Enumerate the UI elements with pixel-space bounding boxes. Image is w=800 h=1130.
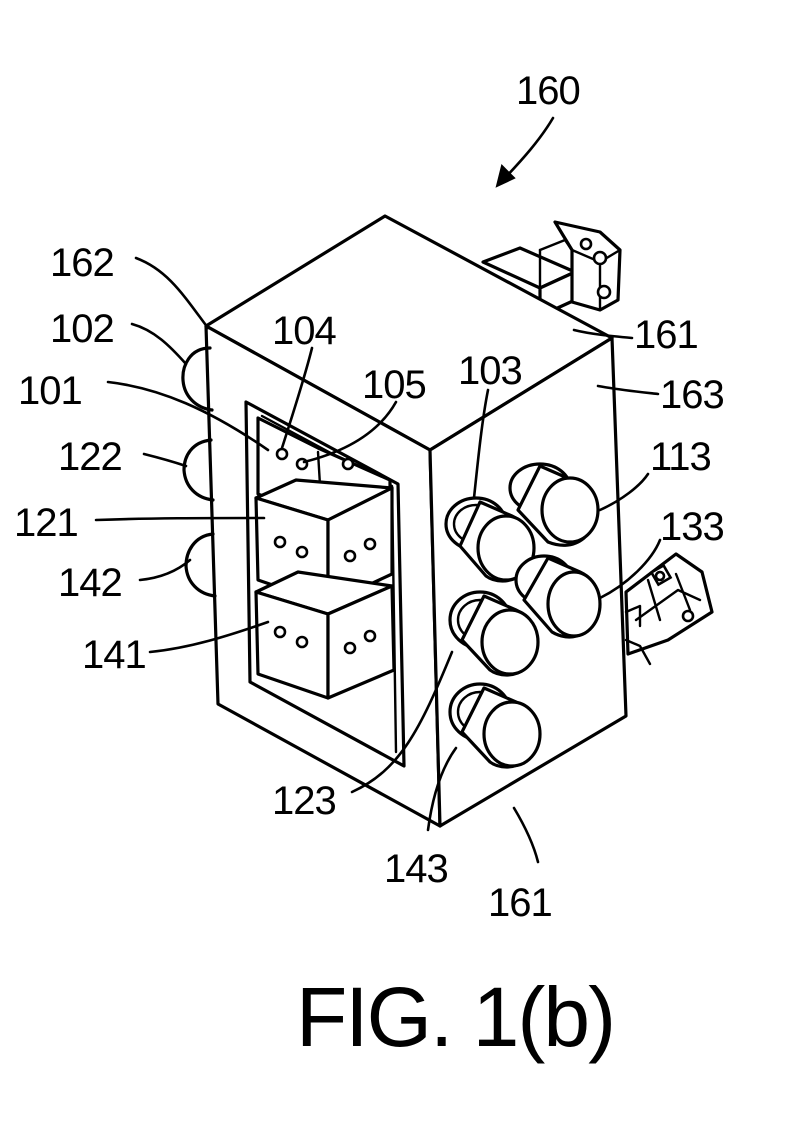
label-103: 103 (458, 349, 522, 393)
label-122: 122 (58, 435, 122, 479)
label-163: 163 (660, 373, 724, 417)
label-102: 102 (50, 307, 114, 351)
label-133: 133 (660, 505, 724, 549)
leader-142 (140, 560, 190, 580)
label-121: 121 (14, 501, 78, 545)
label-143: 143 (384, 847, 448, 891)
label-105: 105 (362, 363, 426, 407)
figure-caption: FIG. 1(b) (296, 970, 614, 1064)
leader-102 (132, 324, 186, 364)
label-101: 101 (18, 369, 82, 413)
leader-162 (136, 258, 208, 328)
label-113: 113 (650, 435, 711, 479)
label-160: 160 (516, 69, 580, 113)
label-123: 123 (272, 779, 336, 823)
label-104: 104 (272, 309, 336, 353)
assembly-arrow (497, 118, 553, 186)
label-162: 162 (50, 241, 114, 285)
label-142: 142 (58, 561, 122, 605)
label-161-top: 161 (634, 313, 698, 357)
leader-161-bottom (514, 808, 538, 862)
label-161-bottom: 161 (488, 881, 552, 925)
label-141: 141 (82, 633, 146, 677)
leader-122 (144, 454, 186, 466)
